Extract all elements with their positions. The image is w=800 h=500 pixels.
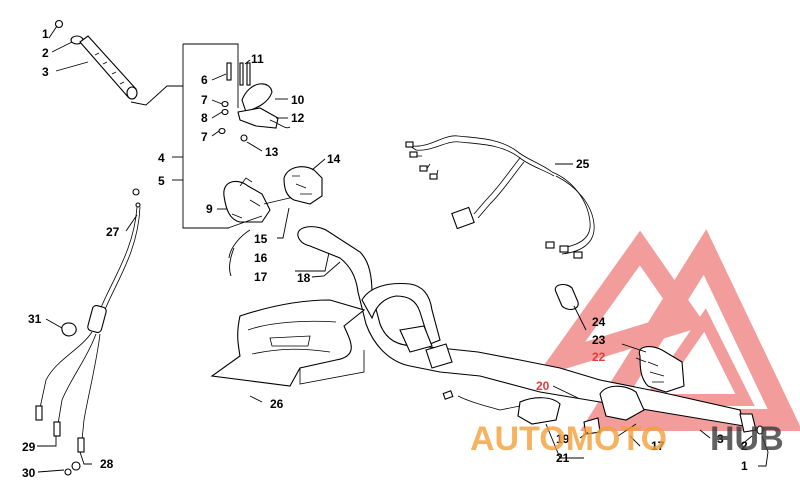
- callout-3-right: 3: [717, 432, 724, 446]
- callout-21: 21: [556, 451, 570, 465]
- left-grip: [54, 19, 138, 100]
- callout-26: 26: [270, 397, 284, 411]
- watermark-brand-part1: AUTOMOTO: [470, 420, 667, 458]
- callout-17-right: 17: [651, 439, 665, 453]
- callout-12: 12: [291, 111, 305, 125]
- callout-labels: 1 2 3 4 5 6 7 7 8 9 10 11 12 13 14 15 16…: [22, 27, 748, 480]
- callout-2-top: 2: [42, 46, 49, 60]
- callout-9: 9: [206, 202, 213, 216]
- callout-16: 16: [254, 251, 268, 265]
- callout-22: 22: [592, 350, 606, 364]
- watermark-brand-part2: HUB: [710, 420, 784, 458]
- grip-heater-cable: [35, 188, 141, 476]
- callout-30: 30: [22, 466, 36, 480]
- callout-2-right: 2: [741, 439, 748, 453]
- callout-27: 27: [106, 225, 120, 239]
- callout-3-top: 3: [42, 65, 49, 79]
- throttle-lever-assembly: [218, 62, 291, 142]
- callout-23: 23: [592, 333, 606, 347]
- handlebar-pad: [210, 299, 366, 387]
- callout-10: 10: [291, 93, 305, 107]
- callout-20: 20: [536, 379, 550, 393]
- callout-31: 31: [28, 312, 42, 326]
- callout-25: 25: [576, 157, 590, 171]
- callout-5: 5: [158, 174, 165, 188]
- callout-28: 28: [100, 457, 114, 471]
- callout-7-lower: 7: [201, 130, 208, 144]
- right-grip-clamp: [442, 283, 764, 437]
- callout-15: 15: [254, 232, 268, 246]
- switch-housing: [283, 166, 323, 205]
- callout-19: 19: [556, 432, 570, 446]
- callout-24: 24: [592, 315, 606, 329]
- callout-17-left: 17: [254, 270, 268, 284]
- callout-18: 18: [297, 271, 311, 285]
- callout-4: 4: [158, 151, 165, 165]
- callout-8: 8: [201, 111, 208, 125]
- handlebar: [297, 226, 745, 427]
- throttle-bracket-box: [172, 43, 239, 229]
- watermark-text: AUTOMOTO HUB: [470, 420, 784, 458]
- callout-11: 11: [251, 52, 264, 66]
- callout-6: 6: [201, 73, 208, 87]
- callout-7-upper: 7: [201, 93, 208, 107]
- callout-1-top: 1: [42, 27, 49, 41]
- callout-14: 14: [327, 152, 341, 166]
- wiring-harness: [405, 135, 595, 259]
- callout-1-right: 1: [741, 459, 748, 473]
- callout-29: 29: [22, 440, 36, 454]
- callout-13: 13: [265, 145, 279, 159]
